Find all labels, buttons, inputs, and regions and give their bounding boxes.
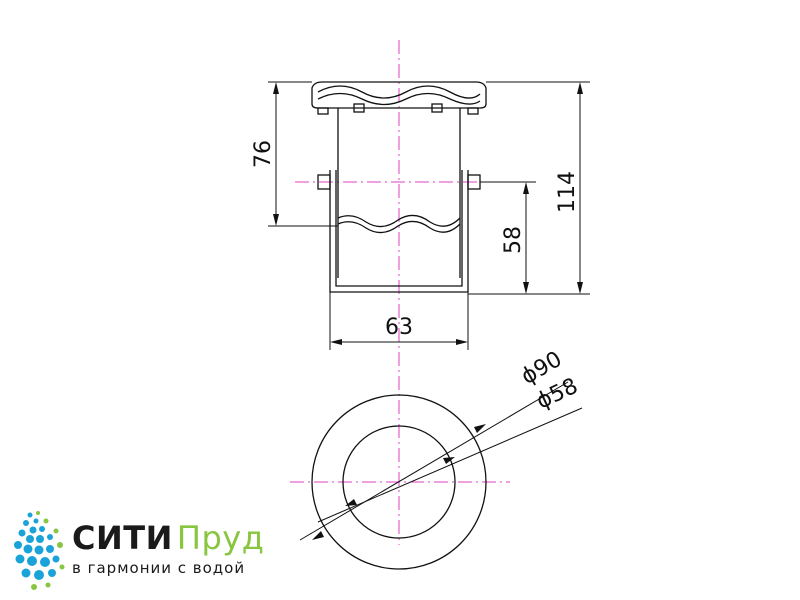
arrow <box>273 214 279 226</box>
dimension-lines <box>268 81 590 541</box>
cap-bolt <box>353 103 365 113</box>
cap-wave <box>317 85 481 99</box>
cap-bolt <box>317 107 329 115</box>
cap-wave-lower <box>317 92 481 106</box>
brand-name-part1: СИТИ <box>72 519 173 557</box>
arrow <box>577 82 583 94</box>
arrowheads <box>273 82 583 540</box>
inner-circle <box>342 425 456 539</box>
water-drops-icon <box>14 511 65 590</box>
top-view <box>311 394 487 570</box>
dim-76-label: 76 <box>251 140 276 168</box>
arrow <box>312 531 324 540</box>
brand-name-part2: Пруд <box>176 519 265 557</box>
bracket <box>329 170 469 293</box>
brand-tagline: в гармонии с водой <box>72 559 246 577</box>
arrow <box>456 339 468 345</box>
cap-bolt <box>431 103 443 113</box>
bracket-inner <box>335 170 463 287</box>
body-wave-2 <box>337 220 461 234</box>
dim-58-label: 58 <box>501 226 526 254</box>
arrow <box>474 424 486 433</box>
arrow <box>577 282 583 294</box>
cap-outline <box>311 81 487 109</box>
arrow <box>443 457 455 464</box>
arrow <box>523 182 529 194</box>
side-view <box>311 81 487 293</box>
arrow <box>523 282 529 294</box>
dia-leader-58 <box>317 407 583 523</box>
arrow <box>330 339 342 345</box>
body-wave <box>337 214 461 228</box>
dim-63-label: 63 <box>385 315 413 340</box>
arrow <box>273 82 279 94</box>
dim-114-label: 114 <box>555 171 580 213</box>
cap-bolt <box>467 107 479 115</box>
dia-leader-90 <box>299 381 569 541</box>
side-bolt-left <box>317 174 331 190</box>
outer-circle <box>311 394 487 570</box>
